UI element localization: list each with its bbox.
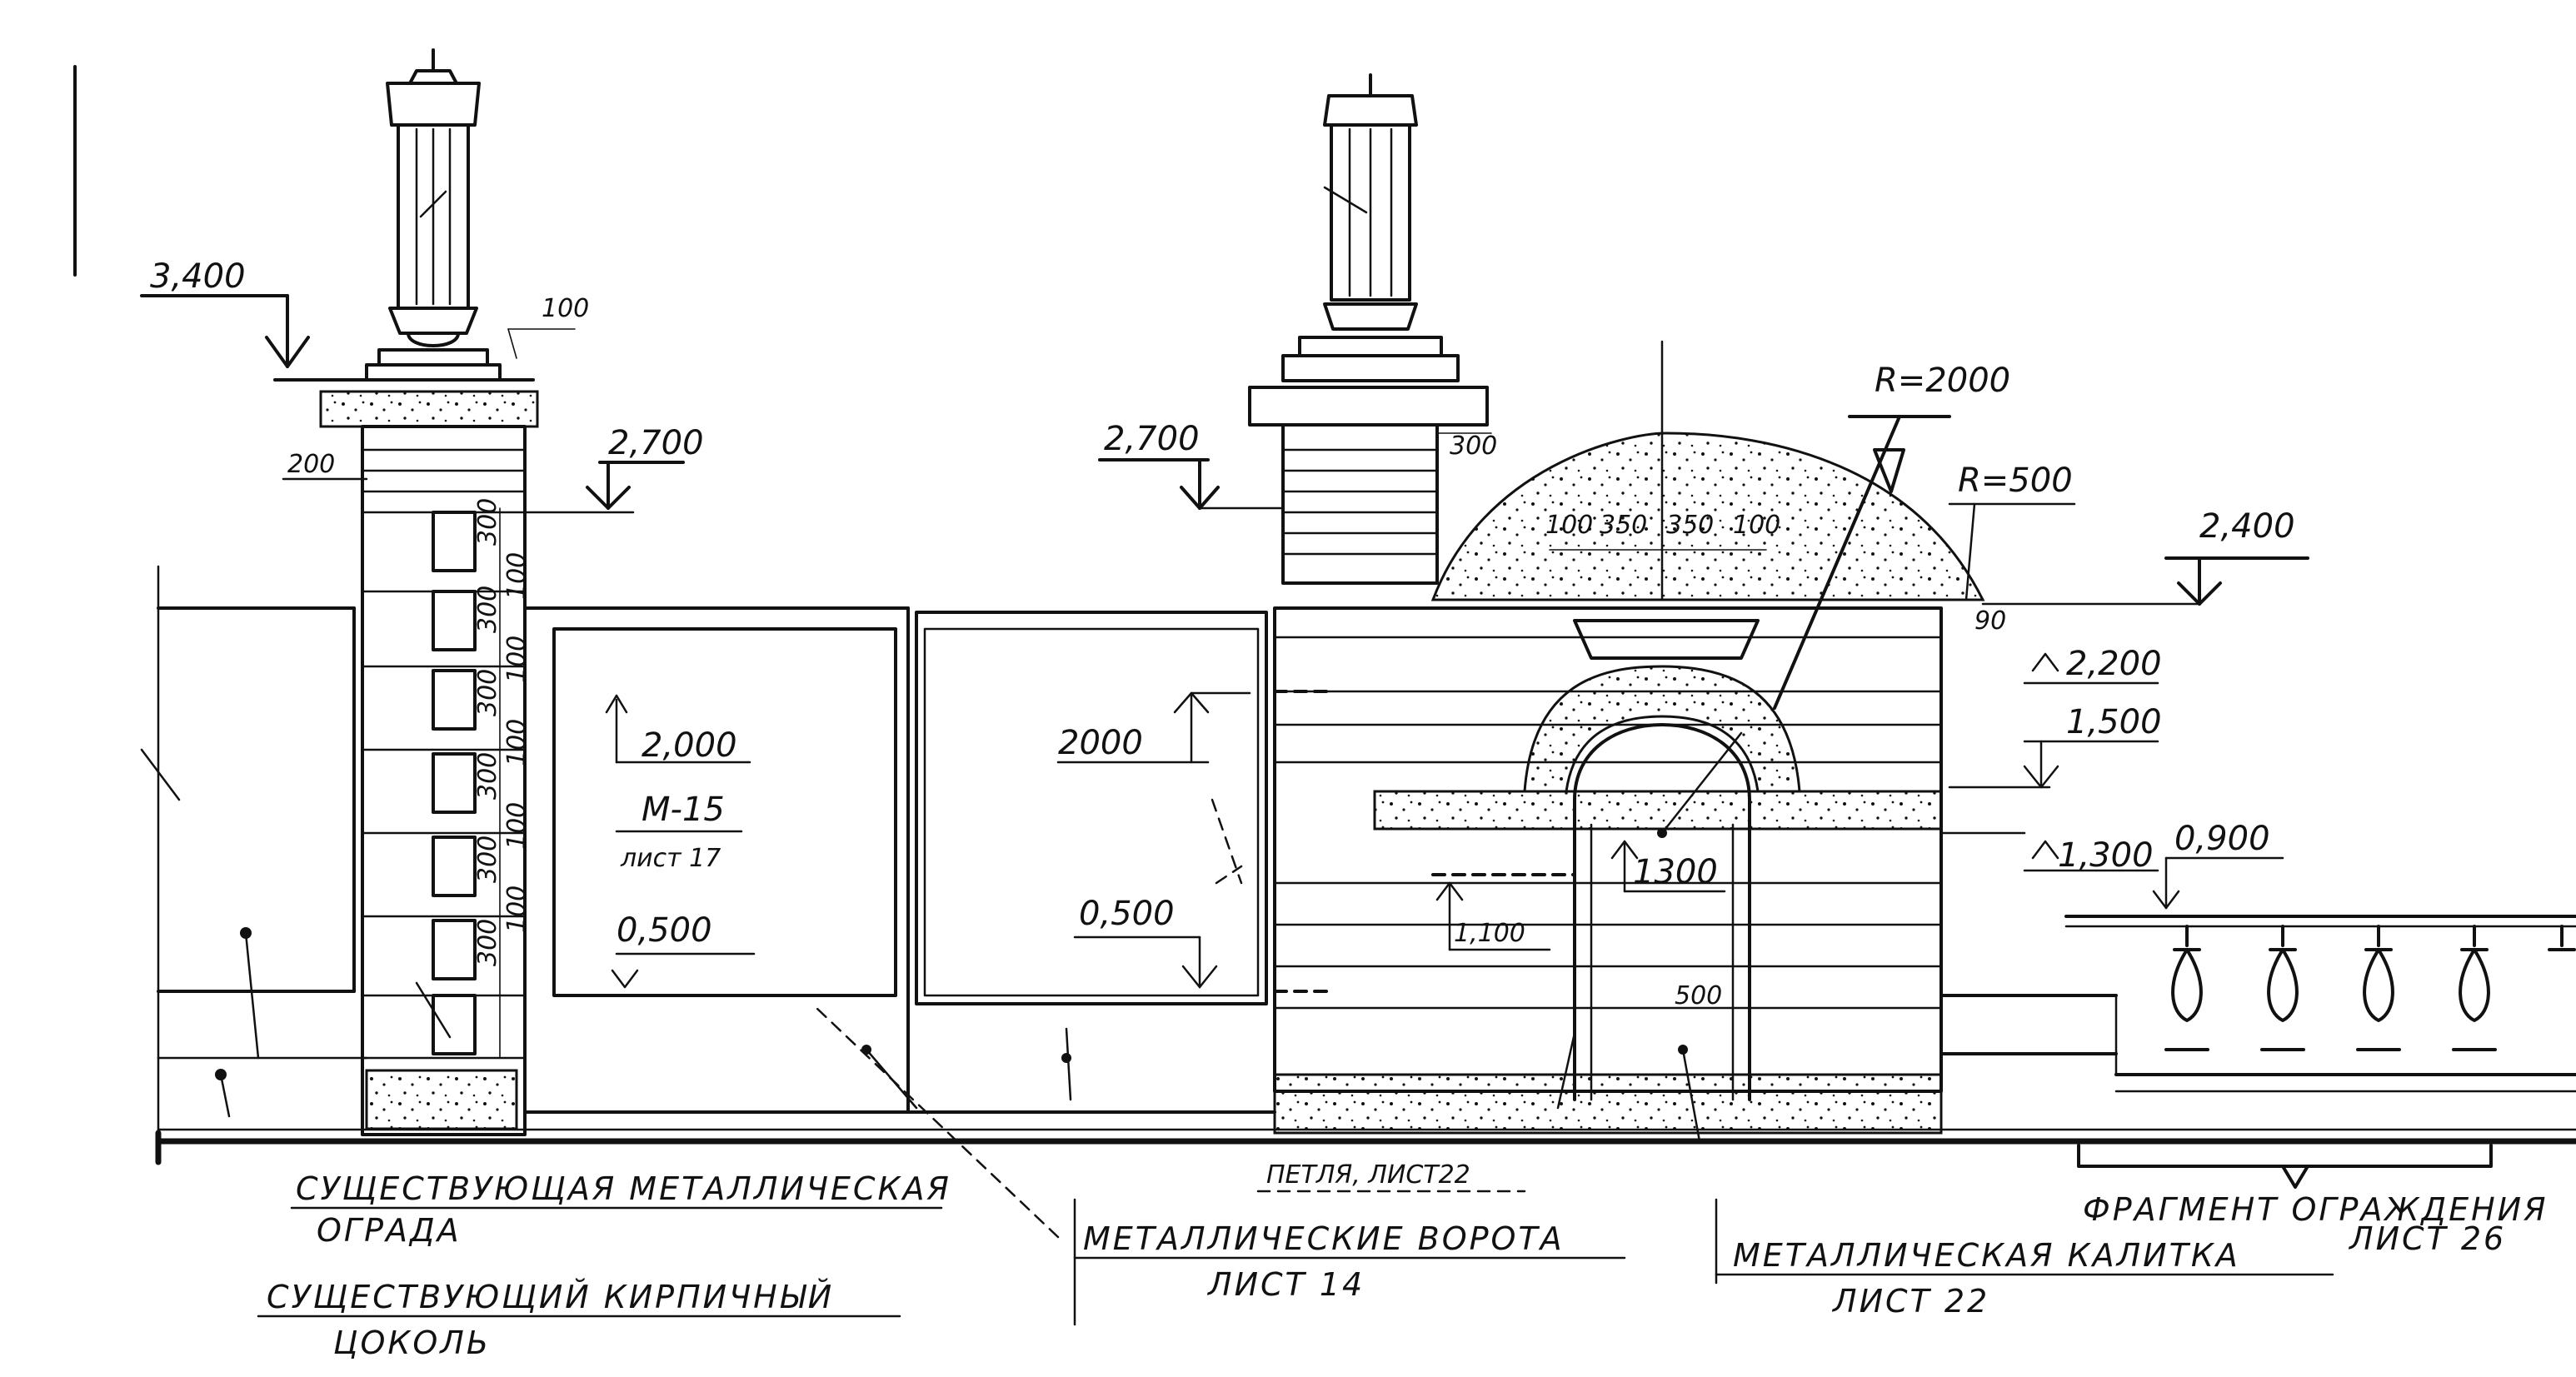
- arch-r2000: R=2000: [1875, 362, 2010, 400]
- dim-2700-mid: 2,700: [1104, 420, 1200, 458]
- wicket-dim-1300: 1300: [1633, 853, 1718, 891]
- existing-plinth-line2: ЦОКОЛЬ: [333, 1325, 491, 1361]
- arch-dim-350b: 350: [1666, 511, 1714, 540]
- dim-100-cap: 100: [542, 294, 589, 323]
- level-200: 200: [282, 450, 368, 481]
- dim-2700-left: 2,700: [608, 424, 704, 462]
- hinge-label: ПЕТЛЯ, ЛИСТ22: [1266, 1160, 1470, 1190]
- course-dim-2: 300: [473, 586, 502, 633]
- fence-fragment-line1: ФРАГМЕНТ ОГРАЖДЕНИЯ: [2083, 1191, 2548, 1228]
- callout-existing-plinth: СУЩЕСТВУЮЩИЙ КИРПИЧНЫЙ ЦОКОЛЬ: [257, 1279, 901, 1361]
- arch-r500: R=500: [1958, 461, 2073, 500]
- dim-3400: 3,400: [150, 257, 246, 296]
- course-dim-100d: 100: [502, 802, 532, 850]
- wicket-dim-500: 500: [1675, 981, 1722, 1010]
- panel-dim-2000: 2,000: [642, 726, 737, 765]
- existing-metal-fence: [73, 65, 368, 1143]
- arch-dim-100b: 100: [1733, 511, 1780, 540]
- wicket-line2: ЛИСТ 22: [1831, 1283, 1989, 1320]
- arch-dim-350a: 350: [1600, 511, 1647, 540]
- dim-0900: 0,900: [2174, 820, 2270, 858]
- course-dim-100b: 100: [502, 636, 532, 683]
- dim-2400: 2,400: [2199, 507, 2295, 546]
- metal-gates: 2000 0,500: [861, 611, 1268, 1110]
- brick-course-dimensions: 300 300 300 300 300 300 100 100 100 100 …: [473, 498, 532, 1059]
- level-3400: 3,400: [140, 257, 310, 368]
- course-dim-6: 300: [473, 919, 502, 966]
- existing-fence-line1: СУЩЕСТВУЮЩАЯ МЕТАЛЛИЧЕСКАЯ: [296, 1170, 951, 1207]
- gates-line2: ЛИСТ 14: [1206, 1266, 1365, 1303]
- left-lantern: [365, 48, 502, 382]
- fence-panel: 2,000 M-15 лист 17 0,500: [523, 606, 1276, 1114]
- existing-fence-line2: ОГРАДА: [317, 1212, 462, 1249]
- course-dim-100c: 100: [502, 719, 532, 766]
- central-pillar: 2,700 300: [1098, 73, 1497, 585]
- wicket-line1: МЕТАЛЛИЧЕСКАЯ КАЛИТКА: [1733, 1237, 2240, 1274]
- dim-1500: 1,500: [2066, 703, 2162, 741]
- dim-1300: 1,300: [2058, 836, 2154, 875]
- arch-dome: 100 350 350 100 R=2000 R=500: [1430, 340, 2076, 710]
- fence-fragment-line2: ЛИСТ 26: [2348, 1220, 2506, 1257]
- left-pillar-courses: [361, 448, 527, 1130]
- course-dim-4: 300: [473, 752, 502, 800]
- course-dim-5: 300: [473, 836, 502, 883]
- course-dim-100a: 100: [502, 552, 532, 600]
- course-dim-1: 300: [473, 498, 502, 546]
- course-dim-100e: 100: [502, 886, 532, 933]
- callout-wicket: МЕТАЛЛИЧЕСКАЯ КАЛИТКА ЛИСТ 22: [1715, 1198, 2334, 1320]
- wall-with-wicket: 1300 1,100 500: [1273, 606, 1943, 1143]
- dim-200: 200: [287, 450, 335, 479]
- callout-metal-gates: МЕТАЛЛИЧЕСКИЕ ВОРОТА ЛИСТ 14: [1073, 1198, 1626, 1326]
- callout-fence-fragment: ФРАГМЕНТ ОГРАЖДЕНИЯ ЛИСТ 26: [2077, 1144, 2548, 1257]
- level-100-cap: 100: [507, 294, 589, 359]
- dim-300-mid: 300: [1450, 432, 1497, 461]
- left-brick-pillar: 300 300 300 300 300 300 100 100 100 100 …: [273, 48, 539, 1136]
- baluster-row: [2164, 925, 2576, 1051]
- gate-dim-2000: 2000: [1058, 724, 1143, 762]
- panel-dim-0500: 0,500: [617, 911, 712, 950]
- callout-existing-fence: СУЩЕСТВУЮЩАЯ МЕТАЛЛИЧЕСКАЯ ОГРАДА: [290, 1170, 951, 1249]
- fence-fragment: [1939, 915, 2576, 1093]
- gates-line1: МЕТАЛЛИЧЕСКИЕ ВОРОТА: [1083, 1220, 1565, 1257]
- panel-sheet17: лист 17: [620, 844, 721, 873]
- arch-dim-100a: 100: [1545, 511, 1593, 540]
- right-levels: 2,400 90 2,200 1,500 1,300 0,900: [1939, 507, 2309, 910]
- dim-90: 90: [1974, 606, 2006, 636]
- existing-plinth-line1: СУЩЕСТВУЮЩИЙ КИРПИЧНЫЙ: [267, 1279, 834, 1315]
- callout-hinge: ПЕТЛЯ, ЛИСТ22: [815, 1006, 1526, 1239]
- level-2700-left: 2,700: [523, 424, 704, 514]
- panel-m15: M-15: [642, 791, 725, 829]
- course-dim-3: 300: [473, 669, 502, 716]
- wicket-dim-1100: 1,100: [1454, 919, 1525, 948]
- gate-dim-0500: 0,500: [1079, 895, 1175, 933]
- dim-2200: 2,200: [2066, 645, 2162, 683]
- center-lantern: [1281, 73, 1460, 382]
